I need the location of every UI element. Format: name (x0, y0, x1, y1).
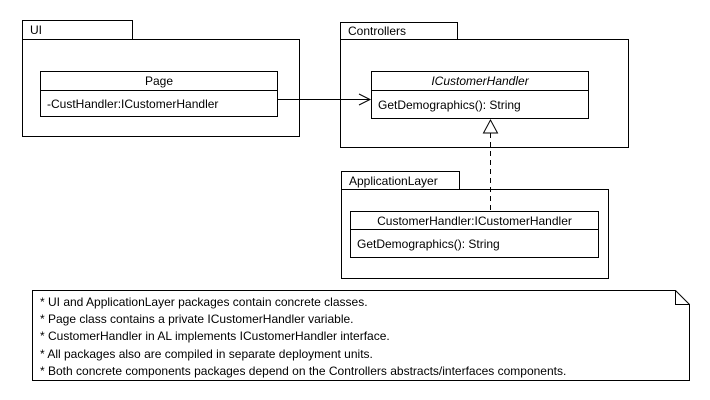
package-label-controllers: Controllers (348, 24, 407, 38)
note-line: * UI and ApplicationLayer packages conta… (40, 295, 368, 309)
note-outline (32, 290, 690, 381)
class-page-name: Page (41, 72, 277, 91)
class-page[interactable]: Page -CustHandler:ICustomerHandler (40, 71, 278, 117)
note[interactable]: * UI and ApplicationLayer packages conta… (32, 290, 690, 381)
class-customerhandler-name: CustomerHandler:ICustomerHandler (351, 212, 598, 230)
note-fold-corner-icon (675, 290, 690, 305)
note-text: * UI and ApplicationLayer packages conta… (40, 294, 672, 380)
package-tab-controllers[interactable]: Controllers (340, 22, 458, 40)
class-customerhandler-method: GetDemographics(): String (357, 236, 500, 251)
note-line: * CustomerHandler in AL implements ICust… (40, 329, 390, 344)
note-line: * Both concrete components packages depe… (40, 363, 567, 378)
interface-icustomerhandler-method: GetDemographics(): String (378, 97, 521, 112)
note-line: * Page class contains a private ICustome… (40, 312, 354, 327)
class-customerhandler[interactable]: CustomerHandler:ICustomerHandler GetDemo… (350, 211, 599, 258)
package-tab-ui[interactable]: UI (22, 20, 133, 40)
interface-icustomerhandler-name: ICustomerHandler (372, 72, 588, 91)
interface-icustomerhandler[interactable]: ICustomerHandler GetDemographics(): Stri… (371, 71, 589, 119)
package-label-applicationlayer: ApplicationLayer (349, 173, 438, 188)
package-label-ui: UI (30, 23, 42, 37)
note-line: * All packages also are compiled in sepa… (40, 346, 373, 361)
package-tab-applicationlayer[interactable]: ApplicationLayer (341, 171, 460, 190)
class-page-attribute: -CustHandler:ICustomerHandler (47, 96, 219, 111)
